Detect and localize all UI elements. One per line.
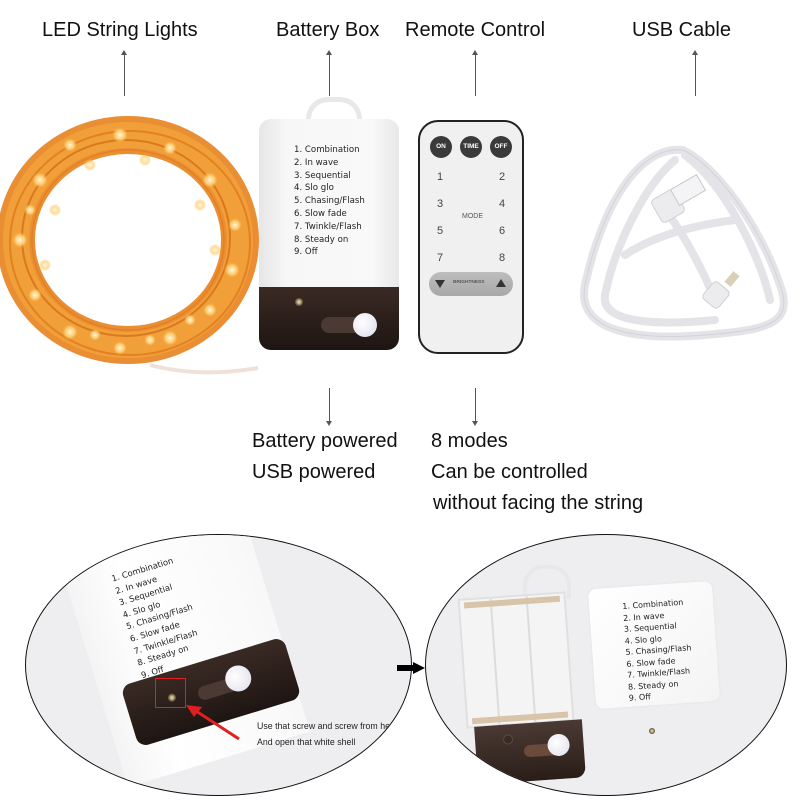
- mode-button-4[interactable]: 4: [498, 198, 506, 210]
- battery-tray: [457, 591, 575, 729]
- mode-item: 3. Sequential: [294, 170, 351, 181]
- mode-item: 1. Combination: [294, 145, 360, 155]
- label-usb-cable: USB Cable: [632, 19, 731, 41]
- mode-item: 2. In wave: [294, 157, 339, 168]
- feature-text: without facing the string: [433, 492, 644, 514]
- led-string-lights-image: [0, 116, 259, 375]
- brightness-down-icon[interactable]: [435, 280, 445, 288]
- screw-highlight-box: [155, 678, 186, 708]
- mode-item: 9. Off: [294, 247, 318, 258]
- red-pointer-arrow-icon: [186, 705, 240, 741]
- mode-list-cover: 1. Combination 2. In wave 3. Sequential …: [622, 596, 695, 704]
- mode-item: 4. Slo glo: [294, 183, 334, 194]
- usb-cable-image: [580, 145, 788, 341]
- feature-text: 8 modes: [431, 430, 508, 452]
- arrow-down-icon: [472, 388, 478, 426]
- instruction-note-2: And open that white shell: [257, 737, 356, 747]
- mode-item: 7. Twinkle/Flash: [294, 221, 362, 232]
- label-remote-control: Remote Control: [405, 19, 546, 41]
- mode-button-8[interactable]: 8: [498, 252, 506, 264]
- label-battery-box: Battery Box: [276, 19, 380, 41]
- arrow-up-icon: [326, 50, 332, 96]
- label-led-string-lights: LED String Lights: [42, 19, 198, 41]
- battery-features: Battery powered USB powered: [252, 426, 398, 488]
- opened-battery-box-ellipse: 1. Combination 2. In wave 3. Sequential …: [425, 534, 787, 796]
- feature-text: USB powered: [252, 461, 376, 483]
- mode-item: 5. Chasing/Flash: [294, 196, 365, 207]
- closeup-screw-ellipse: 1. Combination 2. In wave 3. Sequential …: [25, 534, 412, 796]
- feature-text: Can be controlled: [431, 461, 588, 483]
- mode-list: 1. Combination 2. In wave 3. Sequential …: [294, 144, 365, 259]
- brightness-label: BRIGHTNESS: [453, 280, 485, 285]
- tray-divider: [525, 596, 537, 724]
- power-switch: [546, 733, 571, 757]
- mode-button-6[interactable]: 6: [498, 225, 506, 237]
- arrow-up-icon: [692, 50, 698, 96]
- remote-control-image: ON TIME OFF 1 2 3 4 MODE 5 6 7 8 BRIGHTN…: [418, 120, 524, 354]
- battery-box-image: 1. Combination 2. In wave 3. Sequential …: [259, 97, 399, 350]
- screw-icon: [295, 298, 303, 306]
- brightness-rocker: BRIGHTNESS: [429, 272, 513, 296]
- loose-screw-icon: [649, 728, 655, 734]
- brightness-up-icon[interactable]: [496, 279, 506, 287]
- mode-button-3[interactable]: 3: [436, 198, 444, 210]
- time-button[interactable]: TIME: [460, 136, 482, 158]
- instruction-note-1: Use that screw and screw from her: [257, 721, 393, 731]
- battery-box-base: [259, 287, 399, 350]
- mode-item: 6. Slow fade: [294, 208, 347, 219]
- tray-divider: [489, 598, 501, 727]
- battery-box-cover: 1. Combination 2. In wave 3. Sequential …: [259, 119, 399, 287]
- power-switch[interactable]: [353, 313, 377, 337]
- arrow-down-icon: [326, 388, 332, 426]
- battery-contacts: [463, 595, 561, 609]
- mode-label: MODE: [462, 213, 483, 220]
- mode-button-7[interactable]: 7: [436, 252, 444, 264]
- off-button[interactable]: OFF: [490, 136, 512, 158]
- hanging-loop: [306, 97, 362, 136]
- mode-button-1[interactable]: 1: [436, 171, 444, 183]
- remote-features: 8 modes Can be controlled without facing…: [431, 426, 643, 519]
- on-button[interactable]: ON: [430, 136, 452, 158]
- arrow-up-icon: [121, 50, 127, 96]
- transition-arrow-icon: [397, 662, 425, 674]
- mode-item: 8. Steady on: [294, 234, 349, 245]
- arrow-up-icon: [472, 50, 478, 96]
- screw-hole-icon: [502, 734, 514, 745]
- feature-text: Battery powered: [252, 430, 398, 452]
- hanging-loop: [523, 565, 571, 599]
- mode-button-2[interactable]: 2: [498, 171, 506, 183]
- battery-box-base: [474, 719, 586, 785]
- mode-button-5[interactable]: 5: [436, 225, 444, 237]
